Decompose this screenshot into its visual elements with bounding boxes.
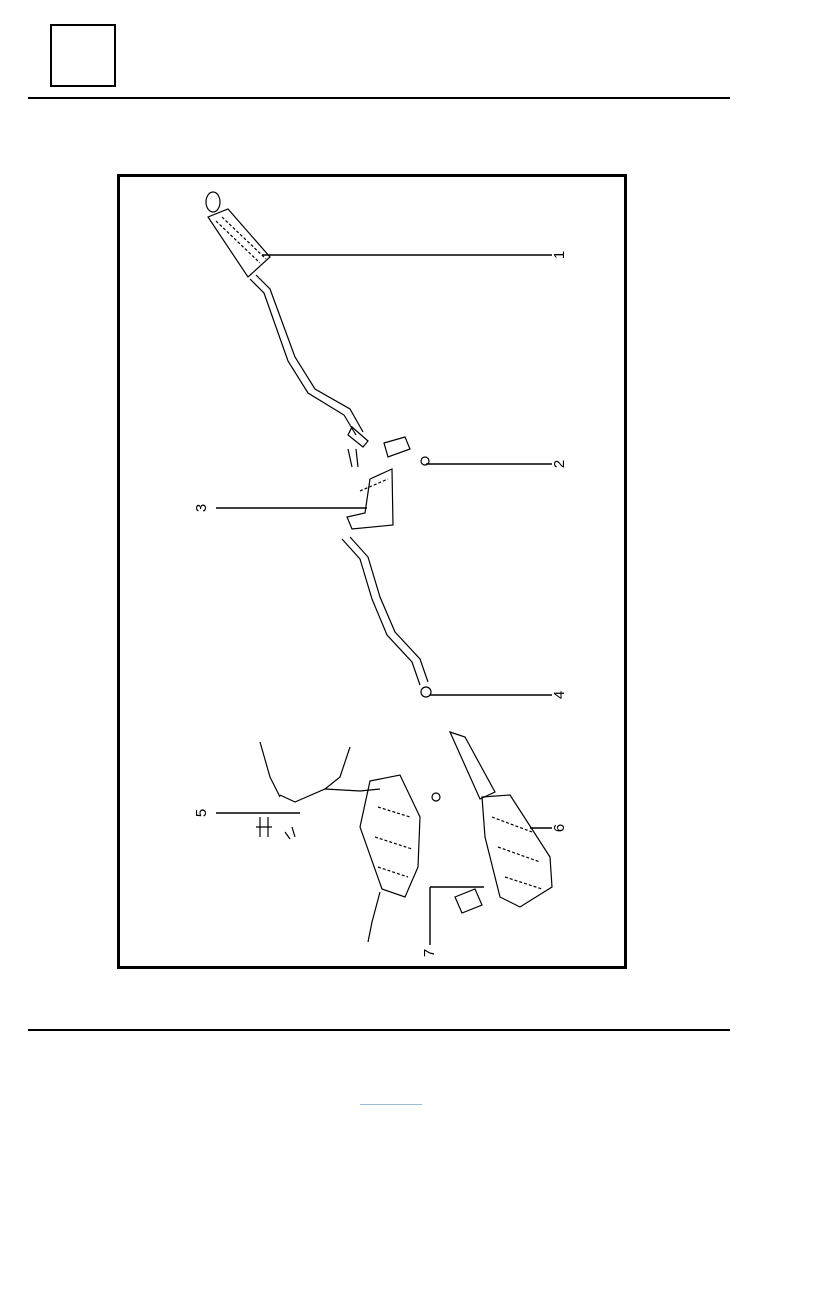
callout-3: 3 [193,504,210,512]
footer-link-underline[interactable] [360,1104,422,1105]
page-corner-box [50,24,116,87]
manifold-part [256,741,441,943]
callout-6: 6 [551,824,568,832]
middle-silencer-part [341,468,432,698]
exhaust-system-figure: 1 2 3 4 5 6 7 [117,174,627,969]
header-rule [28,97,730,99]
callout-7: 7 [421,949,438,957]
callout-5: 5 [193,809,210,817]
callout-2: 2 [551,460,568,468]
callout-leader-lines [216,254,552,945]
exploded-view-drawing: 1 2 3 4 5 6 7 [193,191,568,957]
callout-1: 1 [551,251,568,259]
clamp-part [347,436,430,468]
catalytic-converter-part [448,730,553,914]
callout-4: 4 [551,691,568,699]
footer-rule [28,1029,730,1031]
rear-silencer-part [205,191,369,448]
